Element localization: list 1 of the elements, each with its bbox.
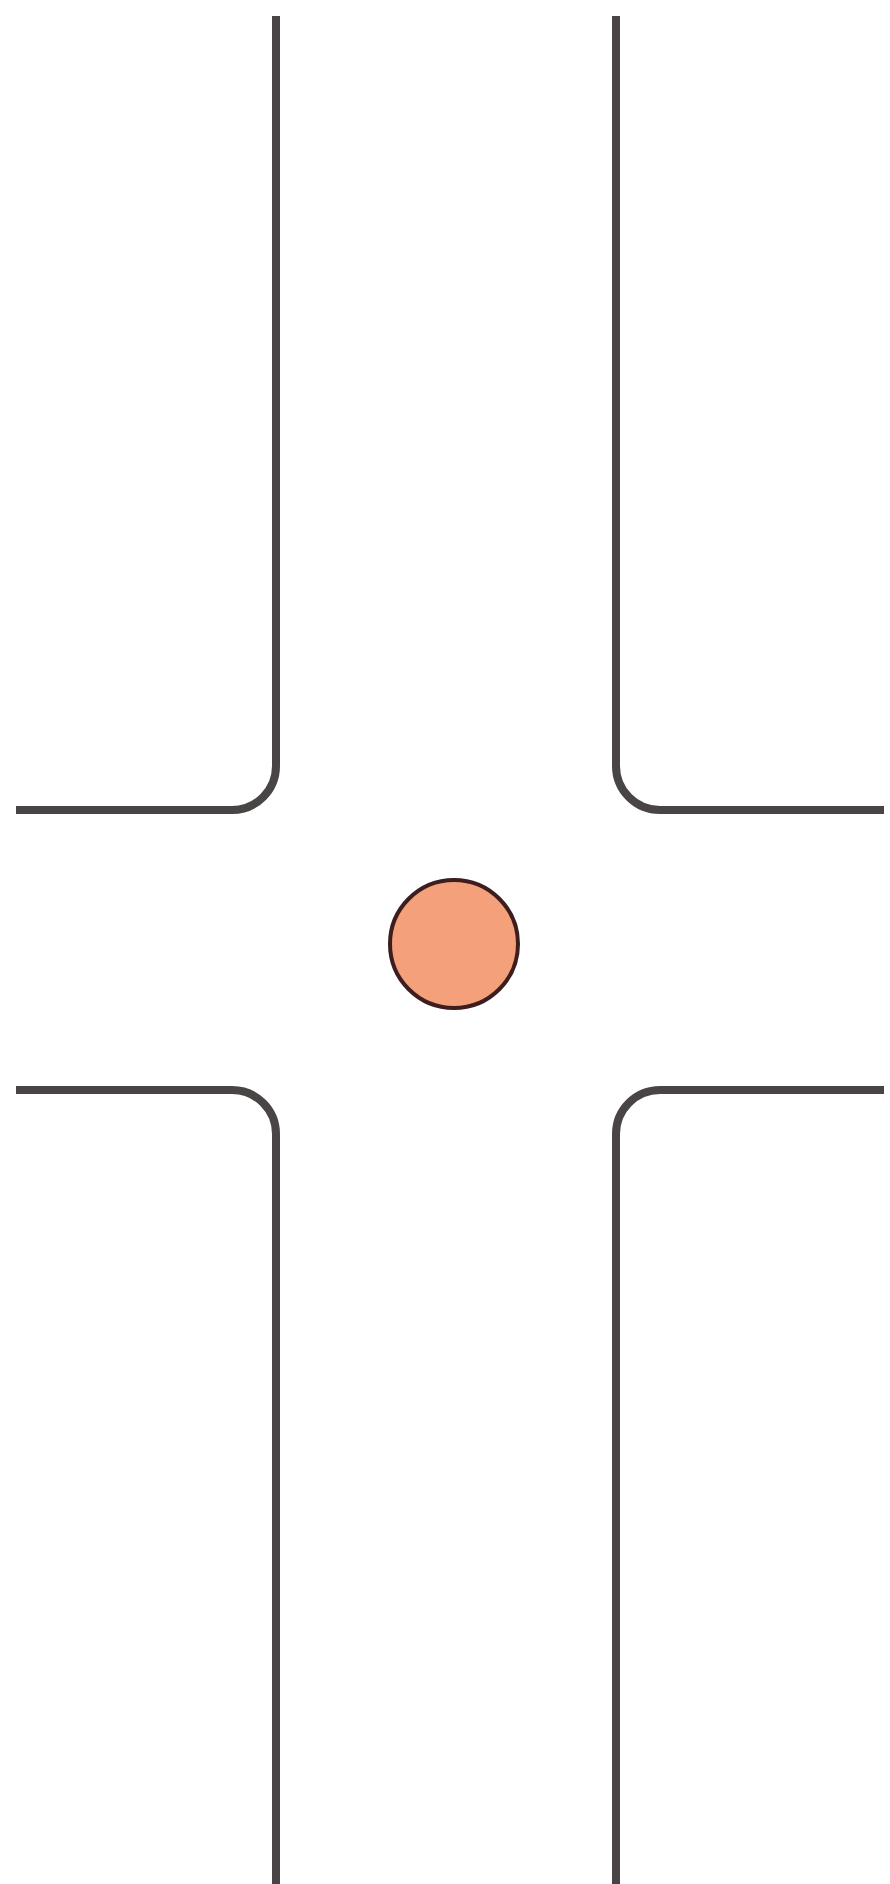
circle [388,878,520,1010]
